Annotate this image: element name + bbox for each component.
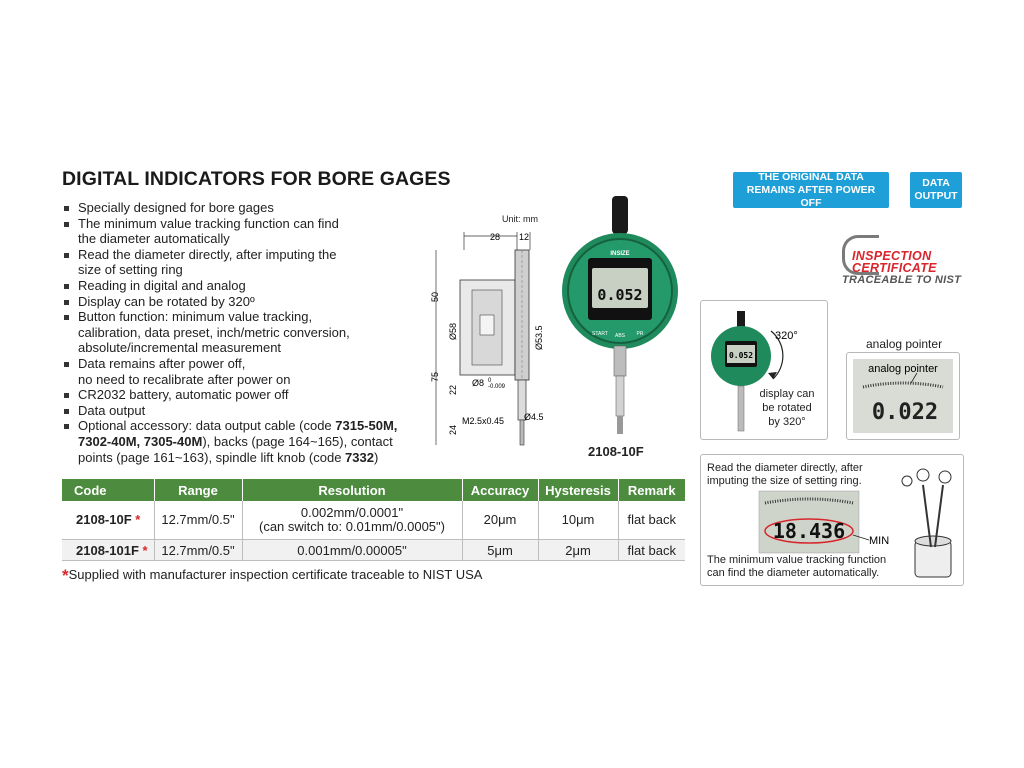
dimension-drawing: Unit: mm 28 12 50 Ø58 Ø53.5 75 22 Ø8 0 -…	[430, 214, 544, 446]
indicator-brand: INSIZE	[610, 251, 629, 257]
tracking-panel: Read the diameter directly, after imputi…	[700, 454, 964, 586]
row-hysteresis: 10μm	[538, 501, 619, 540]
feature-line: Reading in digital and analog	[78, 277, 246, 293]
row-accuracy: 20μm	[462, 501, 539, 540]
row-code: 2108-10F *	[62, 501, 155, 540]
certificate-line1: INSPECTION	[852, 249, 932, 263]
indicator-image: INSIZE 0.052 START ABS PR	[562, 196, 678, 434]
analog-inner-label: analog pointer	[868, 363, 938, 375]
spec-table-header: Code Range Resolution Accuracy Hysteresi…	[62, 479, 685, 501]
dim-4-5: Ø4.5	[524, 412, 544, 422]
rotation-caption-2: be rotated	[762, 402, 812, 414]
tracking-top-text-1: Read the diameter directly, after	[707, 462, 863, 474]
dim-75: 75	[430, 372, 440, 382]
feature-item: Button function: minimum value tracking,…	[62, 309, 432, 356]
unit-label: Unit: mm	[502, 214, 538, 224]
feature-line: the diameter automatically	[78, 231, 230, 247]
feature-line: Read the diameter directly, after imputi…	[78, 246, 337, 262]
row-remark: flat back	[618, 539, 685, 561]
dim-12: 12	[519, 232, 529, 242]
header-remark: Remark	[618, 479, 685, 501]
header-code: Code	[62, 479, 155, 501]
feature-item: Read the diameter directly, after imputi…	[62, 247, 432, 278]
dim-8-tol-lower: -0.009	[488, 384, 506, 390]
dim-50: 50	[430, 292, 440, 302]
dim-8-tol-upper: 0	[488, 378, 492, 384]
page-title: DIGITAL INDICATORS FOR BORE GAGES	[62, 168, 451, 190]
feature-item: Data remains after power off,no need to …	[62, 356, 432, 387]
button-label-start: START	[592, 331, 608, 337]
row-resolution: 0.001mm/0.00005"	[242, 539, 463, 561]
header-resolution: Resolution	[242, 479, 463, 501]
footnote-star: *	[62, 566, 69, 585]
dim-thread: M2.5x0.45	[462, 416, 504, 426]
feature-item: Reading in digital and analog	[62, 278, 432, 294]
feature-item: Data output	[62, 403, 432, 419]
row-accuracy: 5μm	[462, 539, 539, 561]
table-row: 2108-10F * 12.7mm/0.5" 0.002mm/0.0001"(c…	[62, 501, 685, 540]
table-row: 2108-101F * 12.7mm/0.5" 0.001mm/0.00005"…	[62, 539, 685, 561]
feature-line: absolute/incremental measurement	[78, 340, 282, 356]
tracking-bottom-text-1: The minimum value tracking function	[707, 554, 886, 566]
button-label-pr: PR	[637, 331, 644, 337]
rotation-panel: 0.052 320° display can be rotated by 320…	[700, 300, 828, 440]
feature-line: calibration, data preset, inch/metric co…	[78, 324, 350, 340]
feature-line: Display can be rotated by 320º	[78, 293, 255, 309]
feature-item: Optional accessory: data output cable (c…	[62, 418, 432, 465]
rotation-display-value: 0.052	[729, 351, 753, 360]
original-data-badge: THE ORIGINAL DATA REMAINS AFTER POWER OF…	[733, 171, 889, 209]
row-range: 12.7mm/0.5"	[154, 501, 243, 540]
analog-pointer-panel: analog pointer 0.022	[846, 352, 960, 440]
indicator-display-value: 0.052	[597, 286, 642, 304]
model-label: 2108-10F	[588, 444, 644, 459]
dim-22: 22	[448, 385, 458, 395]
feature-line: Button function: minimum value tracking,	[78, 309, 313, 325]
feature-line: CR2032 battery, automatic power off	[78, 387, 289, 403]
row-range: 12.7mm/0.5"	[154, 539, 243, 561]
header-accuracy: Accuracy	[462, 479, 539, 501]
dim-28: 28	[490, 232, 500, 242]
spec-table: Code Range Resolution Accuracy Hysteresi…	[62, 479, 685, 561]
feature-line: size of setting ring	[78, 262, 183, 278]
feature-item: Display can be rotated by 320º	[62, 294, 432, 310]
tracking-bottom-text-2: can find the diameter automatically.	[707, 567, 879, 579]
dim-58: Ø58	[448, 323, 458, 340]
row-resolution: 0.002mm/0.0001"(can switch to: 0.01mm/0.…	[242, 501, 463, 540]
analog-pointer-label: analog pointer	[866, 337, 943, 351]
feature-line: Data output	[78, 402, 146, 418]
feature-line: The minimum value tracking function can …	[78, 215, 339, 231]
footnote: *Supplied with manufacturer inspection c…	[62, 566, 482, 586]
header-range: Range	[154, 479, 243, 501]
tracking-min-label: MIN	[869, 535, 889, 547]
feature-line: no need to recalibrate after power on	[78, 371, 291, 387]
certificate-line3: TRACEABLE TO NIST	[842, 274, 962, 286]
feature-item: Specially designed for bore gages	[62, 200, 432, 216]
feature-item: CR2032 battery, automatic power off	[62, 387, 432, 403]
rotation-caption-3: by 320°	[768, 416, 805, 428]
feature-line: Optional accessory: data output cable (c…	[78, 418, 398, 434]
rotation-angle: 320°	[775, 330, 798, 342]
feature-line: points (page 161~163), spindle lift knob…	[78, 449, 379, 465]
rotation-caption-1: display can	[759, 388, 814, 400]
dim-8: Ø8	[472, 378, 484, 388]
dim-24: 24	[448, 425, 458, 435]
tracking-top-text-2: imputing the size of setting ring.	[707, 475, 862, 487]
row-hysteresis: 2μm	[538, 539, 619, 561]
analog-display-value: 0.022	[872, 400, 938, 425]
footnote-text: Supplied with manufacturer inspection ce…	[68, 567, 483, 582]
feature-line: Specially designed for bore gages	[78, 200, 274, 215]
certificate-line2: CERTIFICATE	[852, 261, 937, 275]
feature-item: The minimum value tracking function can …	[62, 216, 432, 247]
certificate-frame	[842, 235, 879, 275]
feature-line: 7302-40M, 7305-40M), backs (page 164~165…	[78, 433, 393, 449]
row-remark: flat back	[618, 501, 685, 540]
dim-53-5: Ø53.5	[534, 325, 544, 350]
tracking-display-value: 18.436	[773, 519, 845, 543]
button-label-abs: ABS	[615, 333, 626, 339]
row-code: 2108-101F *	[62, 539, 155, 561]
data-output-badge: DATA OUTPUT	[910, 172, 962, 208]
feature-line: Data remains after power off,	[78, 355, 246, 371]
header-hysteresis: Hysteresis	[538, 479, 619, 501]
